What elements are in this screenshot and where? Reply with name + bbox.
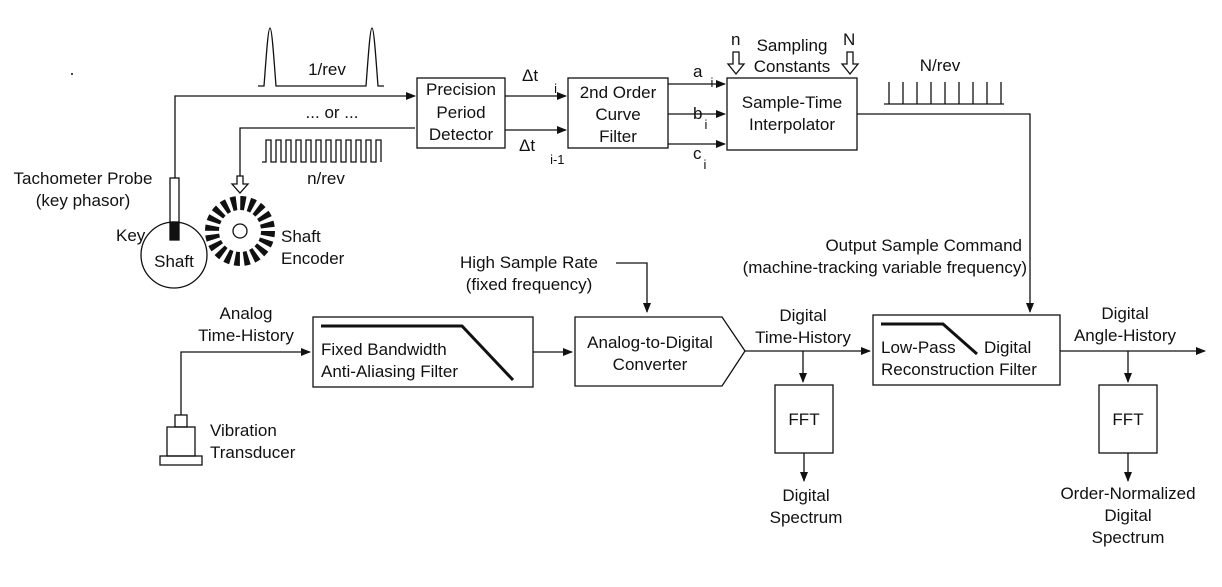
curve-filter-label-1: 2nd Order xyxy=(579,83,657,102)
vibration-transducer-label-line2: Transducer xyxy=(210,443,296,462)
adc-box xyxy=(574,316,746,387)
interpolator-label-2: Interpolator xyxy=(749,115,835,134)
fft2-label: FFT xyxy=(1112,410,1144,429)
reconstruction-label-1: Low-Pass xyxy=(881,338,956,357)
delta-t-i-1-subscript: i-1 xyxy=(550,152,565,167)
analog-time-history-label-2: Time-History xyxy=(198,326,294,345)
transducer-body xyxy=(166,426,196,457)
curve-filter-box xyxy=(567,77,669,149)
output-sample-command-label: Output Sample Command xyxy=(825,236,1022,255)
a-label: ai xyxy=(693,62,714,90)
digital-time-history-label-2: Time-History xyxy=(755,328,851,347)
N-per-rev-label: N/rev xyxy=(919,56,961,75)
transducer-base xyxy=(159,455,203,466)
high-sample-rate-label: High Sample Rate xyxy=(460,253,598,272)
precision-period-detector-box xyxy=(416,77,506,149)
period-detector-label-3: Detector xyxy=(428,125,494,144)
key-label: Key xyxy=(116,226,146,245)
shaft-encoder-hub xyxy=(232,223,248,239)
N-input-hollow-arrow xyxy=(840,51,860,76)
fft1-label: FFT xyxy=(788,410,820,429)
period-detector-label-2: Period xyxy=(436,103,486,122)
n-label: n xyxy=(731,30,741,49)
digital-spectrum-label-2: Spectrum xyxy=(769,508,843,527)
one-per-rev-pulse-train xyxy=(258,27,384,87)
shaft-label: Shaft xyxy=(154,252,194,271)
n-per-rev-label: n/rev xyxy=(307,169,345,188)
curve-filter-label-2: Curve xyxy=(595,105,641,124)
one-per-rev-label: 1/rev xyxy=(308,60,346,79)
vibration-transducer-label-line1: Vibration xyxy=(210,421,277,440)
reconstruction-label-3: Reconstruction Filter xyxy=(881,360,1037,379)
delta-t-i-label: Δti xyxy=(522,66,557,96)
key-mark xyxy=(169,221,180,241)
digital-time-history-label-1: Digital xyxy=(779,306,827,325)
b-label: bi xyxy=(693,104,708,132)
fixed-frequency-label: (fixed frequency) xyxy=(465,275,593,294)
n-per-rev-square-wave xyxy=(262,139,382,163)
digital-angle-history-label-1: Digital xyxy=(1101,304,1149,323)
digital-spectrum-label-1: Digital xyxy=(782,486,830,505)
transducer-connector xyxy=(174,414,188,428)
reconstruction-response-curve xyxy=(881,322,978,356)
sampling-constants-label-1: Sampling xyxy=(756,36,828,55)
anti-aliasing-label-1: Fixed Bandwidth xyxy=(321,340,447,359)
order-normalized-label-3: Spectrum xyxy=(1091,528,1165,547)
sample-time-interpolator-box xyxy=(726,77,858,151)
key-phasor-label: (key phasor) xyxy=(35,191,131,210)
n-input-hollow-arrow xyxy=(726,51,746,76)
anti-aliasing-response-curve xyxy=(321,324,515,382)
reconstruction-filter-box xyxy=(872,314,1061,386)
output-sample-command-line xyxy=(857,113,1034,313)
N-label: N xyxy=(843,30,856,49)
stray-dot xyxy=(71,73,73,75)
curve-filter-label-3: Filter xyxy=(599,127,637,146)
shaft-encoder-label-line2: Encoder xyxy=(281,249,345,268)
adc-label-2: Converter xyxy=(612,355,688,374)
period-detector-label-1: Precision xyxy=(426,80,496,99)
shaft-encoder-label-line1: Shaft xyxy=(281,227,321,246)
reconstruction-label-2: Digital xyxy=(984,338,1032,357)
encoder-input-hollow-arrow xyxy=(230,175,250,194)
anti-aliasing-label-2: Anti-Aliasing Filter xyxy=(321,362,458,381)
probe-signal-line xyxy=(174,92,416,178)
adc-label-1: Analog-to-Digital xyxy=(587,333,713,352)
sampling-constants-label-2: Constants xyxy=(753,57,831,76)
order-normalized-label-2: Digital xyxy=(1104,506,1152,525)
high-sample-rate-line xyxy=(616,262,651,313)
transducer-signal-line xyxy=(180,348,311,415)
tachometer-probe-label: Tachometer Probe xyxy=(13,169,153,188)
delta-t-i-subscript: i xyxy=(554,81,557,96)
or-label: ... or ... xyxy=(305,103,359,122)
c-label: ci xyxy=(693,144,707,172)
encoder-signal-line xyxy=(239,127,415,176)
analog-time-history-label-1: Analog xyxy=(219,304,273,323)
order-normalized-label-1: Order-Normalized xyxy=(1060,484,1196,503)
shaft-encoder-wheel xyxy=(205,196,275,266)
digital-angle-history-label-2: Angle-History xyxy=(1073,326,1177,345)
tachometer-probe xyxy=(169,177,180,224)
interpolator-label-1: Sample-Time xyxy=(741,93,843,112)
N-per-rev-sample-ticks xyxy=(884,82,1004,105)
machine-tracking-label: (machine-tracking variable frequency) xyxy=(742,258,1027,277)
delta-t-i-1-label: Δti-1 xyxy=(519,136,565,167)
